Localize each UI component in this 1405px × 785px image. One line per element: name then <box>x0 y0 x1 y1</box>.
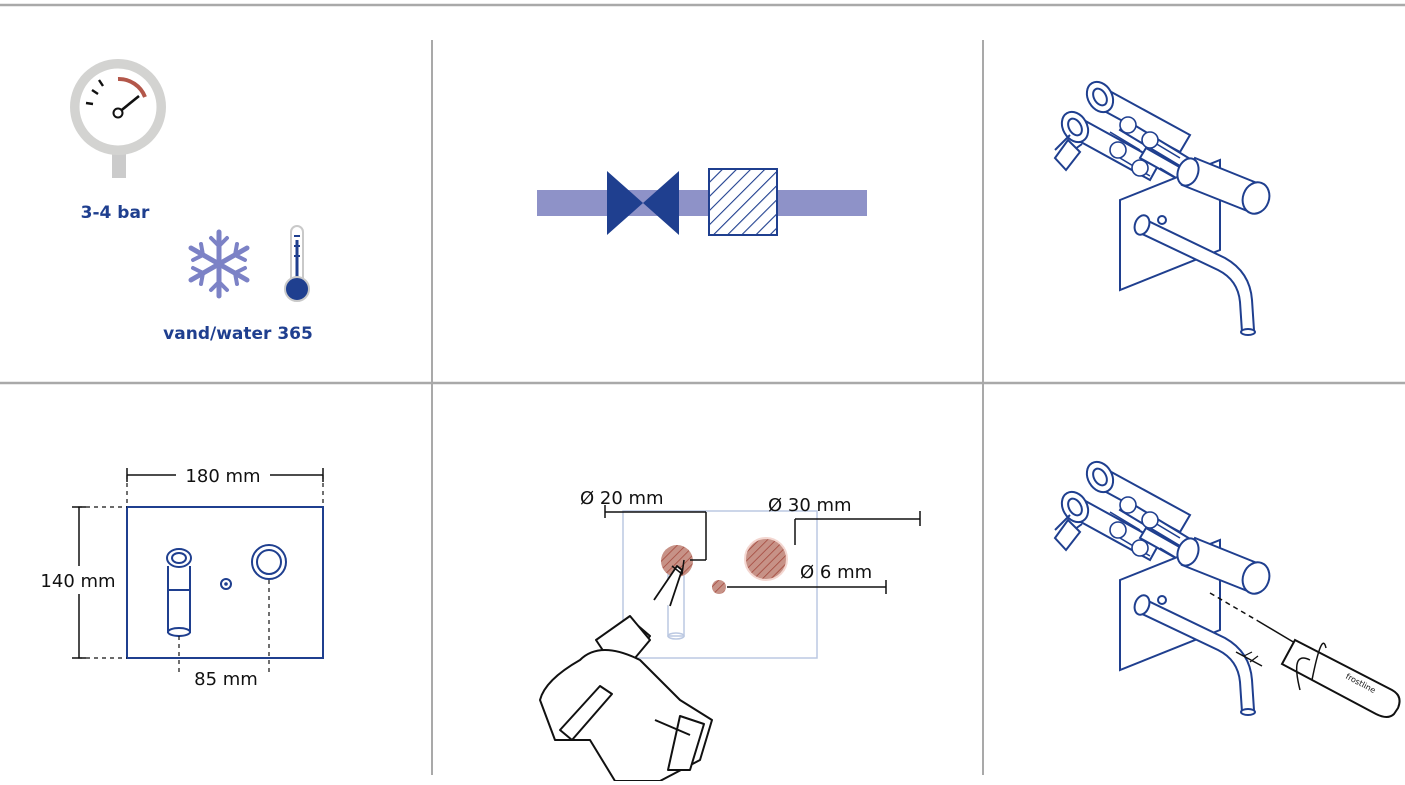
hole-20-label: Ø 20 mm <box>580 488 664 509</box>
height-label: 140 mm <box>40 571 115 592</box>
spacing-label: 85 mm <box>194 669 258 690</box>
faucet-assembly-mounted-icon <box>1054 456 1275 716</box>
hole-6-label: Ø 6 mm <box>800 562 872 583</box>
hole-6mm <box>712 580 726 594</box>
plate-template <box>622 510 818 659</box>
faucet-assembly-icon <box>1054 76 1275 337</box>
hole-30mm <box>744 537 788 581</box>
supply-pipe <box>537 190 867 216</box>
hole-30-label: Ø 30 mm <box>768 495 852 516</box>
snowflake-icon <box>188 229 250 299</box>
pressure-label: 3-4 bar <box>81 203 150 223</box>
width-label: 180 mm <box>185 466 260 487</box>
spout-outline <box>166 548 192 637</box>
panel-valve-filter <box>537 168 867 236</box>
panel-drilling: Ø 20 mm Ø 30 mm Ø 6 mm <box>539 488 921 782</box>
pressure-gauge-icon <box>70 59 166 178</box>
water-label: vand/water 365 <box>163 324 313 344</box>
thermometer-icon <box>284 225 310 302</box>
panel-dimensions: 180 mm 140 mm 85 mm <box>40 466 324 690</box>
drill-icon <box>539 559 713 782</box>
filter-icon <box>708 168 778 236</box>
screwdriver-icon: frostline <box>1209 592 1401 718</box>
handle-outline <box>251 544 287 580</box>
shutoff-valve-icon <box>607 171 679 235</box>
hole-20mm <box>661 545 693 577</box>
panel-water-requirements: 3-4 bar vand/water 365 <box>70 59 313 344</box>
